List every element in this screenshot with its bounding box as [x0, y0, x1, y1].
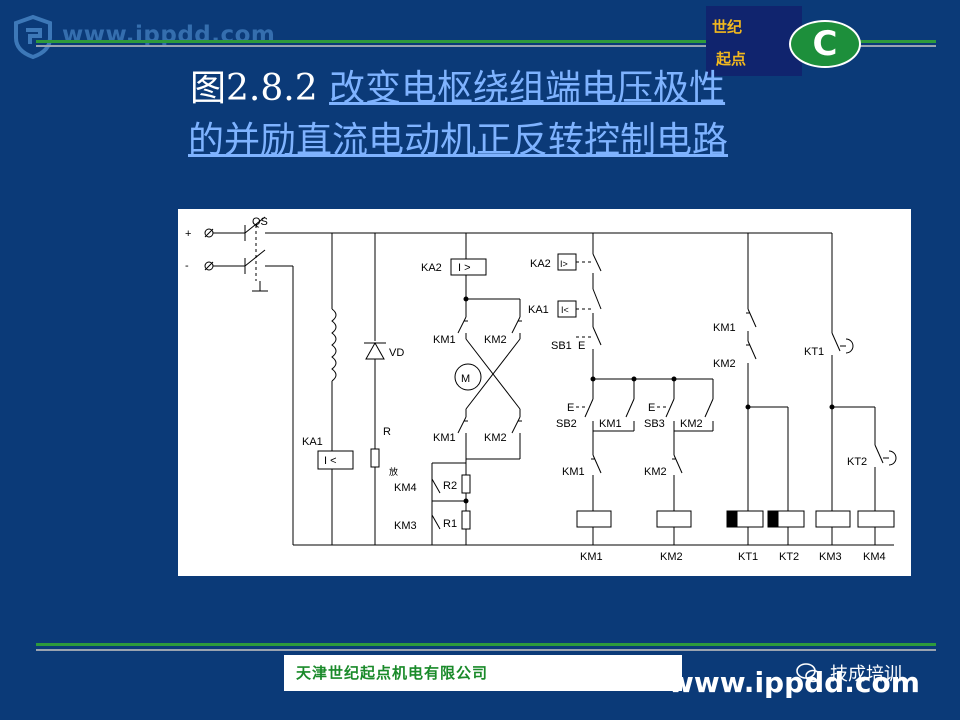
shield-logo-icon	[14, 14, 52, 60]
title-link-line1[interactable]: 改变电枢绕组端电压极性	[329, 68, 726, 109]
wechat-icon	[796, 663, 821, 683]
coil-label-km2: KM2	[660, 551, 683, 563]
logo-text-line1: 世纪	[712, 18, 743, 36]
r1-label: R1	[443, 518, 457, 530]
top-rule	[36, 40, 936, 43]
kt1-contact-label: KT1	[804, 346, 824, 358]
coil-label-km3: KM3	[819, 551, 842, 563]
coil-label-km1: KM1	[580, 551, 603, 563]
sb1-e-mark: E	[578, 340, 585, 352]
footer-tag: 技成培训	[830, 664, 902, 685]
vd-label: VD	[389, 347, 404, 359]
coil-label-kt1: KT1	[738, 551, 758, 563]
km2-hold-label: KM2	[680, 418, 703, 430]
sb3-label: SB3	[644, 418, 665, 430]
ka1-control-label: KA1	[528, 304, 549, 316]
logo-box	[706, 6, 802, 76]
km1-interlock-label: KM1	[562, 466, 585, 478]
slide-title-line1: 图2.8.2 改变电枢绕组端电压极性	[190, 64, 910, 114]
watermark: www.ippdd.com	[62, 22, 276, 48]
logo-badge: C	[789, 20, 861, 68]
km2-interlock-label: KM2	[644, 466, 667, 478]
km1-hold-label: KM1	[599, 418, 622, 430]
coil-label-km4: KM4	[863, 551, 886, 563]
km1-label-a: KM1	[433, 334, 456, 346]
ka2-control-label: KA2	[530, 258, 551, 270]
bottom-rule-secondary	[36, 649, 936, 651]
title-link-line2[interactable]: 的并励直流电动机正反转控制电路	[188, 120, 729, 161]
ka1-box-label: I <	[324, 455, 337, 467]
km2-label-a: KM2	[484, 334, 507, 346]
sb2-e-mark: E	[567, 402, 574, 414]
ka2-box-label: I >	[458, 262, 471, 274]
top-rule-secondary	[36, 45, 936, 47]
km4-label: KM4	[394, 482, 417, 494]
km1-right-label: KM1	[713, 322, 736, 334]
kt2-contact-label: KT2	[847, 456, 867, 468]
logo-text-line2: 起点	[716, 50, 747, 68]
ka2-label: KA2	[421, 262, 442, 274]
circuit-diagram: + - QS KA1 I < VD R 放 KA2 I > KM1 KM2 M …	[178, 209, 911, 576]
r-label: R	[383, 426, 391, 438]
sb1-label: SB1	[551, 340, 572, 352]
ka1-control-box-label: I<	[561, 305, 569, 315]
km3-label: KM3	[394, 520, 417, 532]
km2-right-label: KM2	[713, 358, 736, 370]
minus-terminal-label: -	[185, 260, 189, 272]
footer-site: www.ippdd.com	[668, 666, 920, 699]
slide-title-line2: 的并励直流电动机正反转控制电路	[188, 116, 908, 166]
coil-label-kt2: KT2	[779, 551, 799, 563]
bottom-rule	[36, 643, 936, 646]
plus-terminal-label: +	[185, 228, 191, 240]
qs-label: QS	[252, 216, 268, 228]
sb3-e-mark: E	[648, 402, 655, 414]
motor-label: M	[461, 373, 470, 385]
ka1-label: KA1	[302, 436, 323, 448]
km1-label-b: KM1	[433, 432, 456, 444]
fang-label: 放	[389, 466, 398, 477]
sb2-label: SB2	[556, 418, 577, 430]
km2-label-b: KM2	[484, 432, 507, 444]
ka2-control-box-label: I>	[560, 259, 568, 269]
r2-label: R2	[443, 480, 457, 492]
company-name: 天津世纪起点机电有限公司	[284, 655, 682, 691]
title-prefix: 图2.8.2	[190, 68, 330, 109]
